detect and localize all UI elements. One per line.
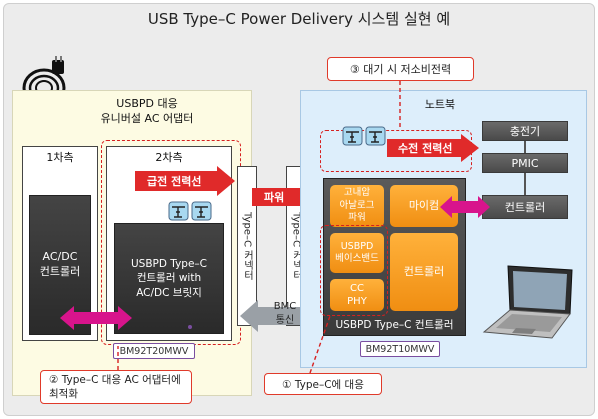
power-switch-icon <box>342 126 386 146</box>
callout-adapter-optimization: ② Type–C 대응 AC 어댑터에 최적화 <box>40 370 192 404</box>
isolation-link-arrow <box>60 306 132 330</box>
usbpd-typec-controller-adapter: USBPD Type–C 컨트롤러 with AC/DC 브릿지 <box>114 223 224 334</box>
acdc-controller-block: AC/DC 컨트롤러 <box>29 195 91 335</box>
usbpd-baseband-block: USBPD 베이스밴드 <box>330 233 384 273</box>
connector-line <box>524 141 526 153</box>
host-controller-block: 컨트롤러 <box>482 195 568 219</box>
notebook-chip-label: BM92T10MWV <box>360 341 440 357</box>
receive-power-label: 수전 전력선 <box>398 142 453 155</box>
chip-marker <box>188 325 192 329</box>
high-voltage-analog-power: 고내압 아날로그 파워 <box>330 185 384 227</box>
callout-standby: ③ 대기 시 저소비전력 <box>327 57 474 81</box>
cc-phy-block: CC PHY <box>330 279 384 311</box>
notebook-panel-header: 노트북 <box>424 98 456 111</box>
power-arrow-label: 파워 <box>264 191 285 204</box>
adapter-chip-label: BM92T20MWV <box>113 343 195 359</box>
inner-controller-block: 컨트롤러 <box>390 233 458 311</box>
charger-block: 충전기 <box>482 121 568 141</box>
usbpd-controller-title: USBPD Type–C 컨트롤러 <box>335 318 454 331</box>
supply-power-arrow <box>135 166 235 196</box>
callout-typec-support: ① Type–C에 대응 <box>264 373 382 395</box>
primary-side-label: 1차측 <box>46 151 74 164</box>
micom-controller-link-arrow <box>440 196 490 218</box>
connector-line <box>524 173 526 195</box>
power-switch-icon <box>168 201 212 221</box>
bmc-communication-label: BMC 통신 <box>273 301 297 326</box>
laptop-icon <box>482 265 573 339</box>
supply-power-label: 급전 전력선 <box>147 175 202 188</box>
typec-support-region <box>320 225 388 316</box>
page-title: USB Type–C Power Delivery 시스템 실현 예 <box>147 10 451 28</box>
receive-power-arrow <box>387 134 479 162</box>
secondary-side-label: 2차측 <box>155 151 183 164</box>
adapter-panel-header: USBPD 대응 유니버설 AC 어댑터 <box>100 97 194 126</box>
pmic-block: PMIC <box>482 153 568 173</box>
